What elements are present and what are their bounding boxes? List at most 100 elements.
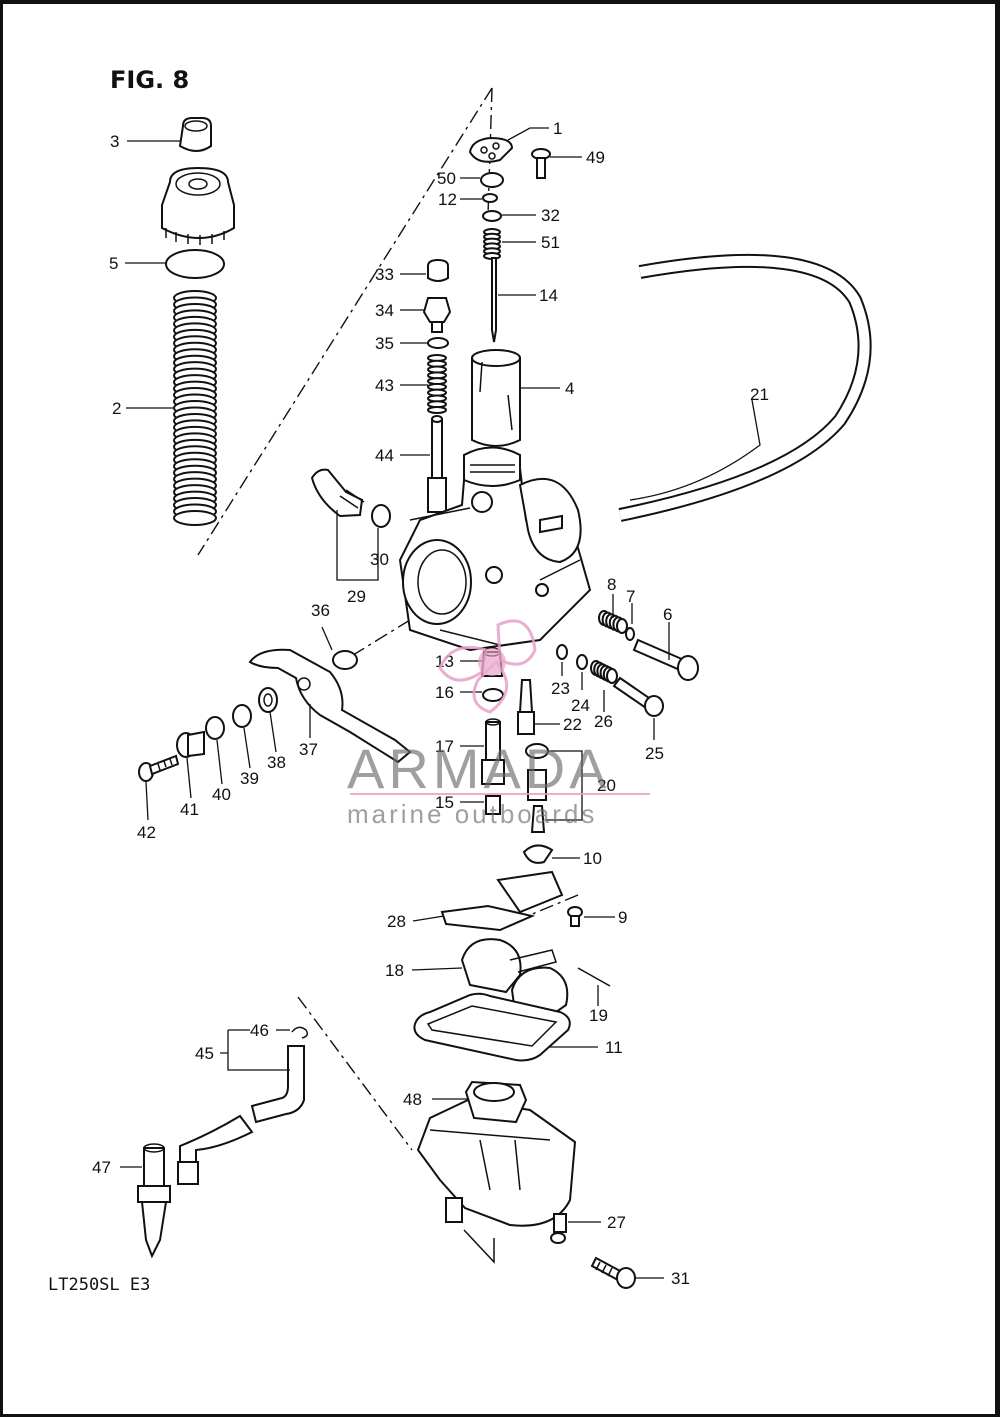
assembly-line-spring xyxy=(197,87,493,556)
callout-25: 25 xyxy=(645,744,664,763)
part-44-starter-plunger xyxy=(427,415,447,513)
callout-15: 15 xyxy=(435,793,454,812)
frame-border-left xyxy=(0,0,3,1417)
callout-46: 46 xyxy=(250,1021,269,1040)
part-41-bushing xyxy=(176,730,205,758)
callout-18: 18 xyxy=(385,961,404,980)
part-1-plate xyxy=(468,136,514,163)
part-47-fitting xyxy=(137,1143,171,1259)
callout-42: 42 xyxy=(137,823,156,842)
part-22-needle-jet xyxy=(517,679,535,735)
callout-24: 24 xyxy=(571,696,590,715)
part-32-washer xyxy=(482,210,502,222)
callout-41: 41 xyxy=(180,800,199,819)
callout-12: 12 xyxy=(438,190,457,209)
assembly-lines xyxy=(197,87,579,1151)
callout-45: 45 xyxy=(195,1044,214,1063)
part-39-washer xyxy=(232,704,252,728)
part-33-cap xyxy=(427,258,449,282)
callout-labels: 3 5 2 1 49 50 12 32 51 14 4 21 33 34 35 … xyxy=(92,119,769,1288)
callout-11: 11 xyxy=(605,1038,623,1057)
watermark-brand: ARMADA xyxy=(347,737,611,800)
callout-3: 3 xyxy=(110,132,119,151)
part-9-screw xyxy=(567,906,583,927)
part-8-spring xyxy=(598,610,628,634)
assembly-line-bracket xyxy=(344,619,411,661)
part-50-washer xyxy=(480,172,504,188)
part-10-clip xyxy=(522,844,554,864)
callout-16: 16 xyxy=(435,683,454,702)
part-28-plate xyxy=(440,870,564,932)
callout-21: 21 xyxy=(750,385,769,404)
callout-43: 43 xyxy=(375,376,394,395)
part-27-drain-screw xyxy=(550,1213,567,1244)
part-35-washer xyxy=(427,337,449,349)
part-12-clip xyxy=(482,193,498,203)
part-37-bracket xyxy=(248,648,412,764)
part-45-drain-hose xyxy=(177,1045,305,1185)
callout-6: 6 xyxy=(663,605,672,624)
callout-39: 39 xyxy=(240,769,259,788)
callout-34: 34 xyxy=(375,301,394,320)
frame-border-right xyxy=(995,0,1000,1417)
part-14-needle xyxy=(491,257,497,343)
callout-47: 47 xyxy=(92,1158,111,1177)
part-36-washer xyxy=(332,650,358,670)
assembly-marker-bottom xyxy=(463,1229,495,1264)
callout-8: 8 xyxy=(607,575,616,594)
callout-50: 50 xyxy=(437,169,456,188)
callout-29: 29 xyxy=(347,587,366,606)
part-34-adjuster xyxy=(422,297,452,333)
part-29-starter-knob xyxy=(310,468,365,518)
part-49-screw xyxy=(531,148,551,179)
callout-1: 1 xyxy=(553,119,562,138)
callout-49: 49 xyxy=(586,148,605,167)
part-46-clip xyxy=(291,1026,309,1039)
part-15-main-jet xyxy=(485,795,501,815)
part-16-washer xyxy=(482,688,504,702)
part-17-needle-jet-holder xyxy=(481,718,505,785)
callout-9: 9 xyxy=(618,908,627,927)
part-25-pilot-screw xyxy=(612,676,664,717)
callout-44: 44 xyxy=(375,446,394,465)
callout-17: 17 xyxy=(435,737,454,756)
callout-35: 35 xyxy=(375,334,394,353)
frame-border-top xyxy=(0,0,1000,4)
part-2-spring xyxy=(173,290,217,526)
part-30-o-ring xyxy=(371,504,391,528)
callout-14: 14 xyxy=(539,286,558,305)
callout-30: 30 xyxy=(370,550,389,569)
frame-border-bottom xyxy=(0,1414,1000,1417)
callout-7: 7 xyxy=(626,587,635,606)
callout-37: 37 xyxy=(299,740,318,759)
callout-23: 23 xyxy=(551,679,570,698)
callout-27: 27 xyxy=(607,1213,626,1232)
part-42-bolt xyxy=(138,754,180,782)
carburetor-body xyxy=(398,446,592,652)
callout-33: 33 xyxy=(375,265,394,284)
callout-5: 5 xyxy=(109,254,118,273)
callout-2: 2 xyxy=(112,399,121,418)
callout-4: 4 xyxy=(565,379,574,398)
part-top-cover xyxy=(161,166,235,245)
part-4-throttle-valve xyxy=(471,349,521,447)
part-7-washer xyxy=(625,627,635,641)
callout-51: 51 xyxy=(541,233,560,252)
part-24-washer xyxy=(576,654,588,670)
part-19-pin xyxy=(577,967,611,987)
callout-26: 26 xyxy=(594,712,613,731)
assembly-line-bowl xyxy=(297,996,413,1151)
callout-36: 36 xyxy=(311,601,330,620)
callout-10: 10 xyxy=(583,849,602,868)
callout-48: 48 xyxy=(403,1090,422,1109)
watermark-divider xyxy=(350,793,650,795)
callout-38: 38 xyxy=(267,753,286,772)
part-23-washer xyxy=(556,644,568,660)
part-43-spring xyxy=(427,354,447,414)
callout-28: 28 xyxy=(387,912,406,931)
part-11-gasket xyxy=(413,992,571,1062)
callout-40: 40 xyxy=(212,785,231,804)
callout-32: 32 xyxy=(541,206,560,225)
